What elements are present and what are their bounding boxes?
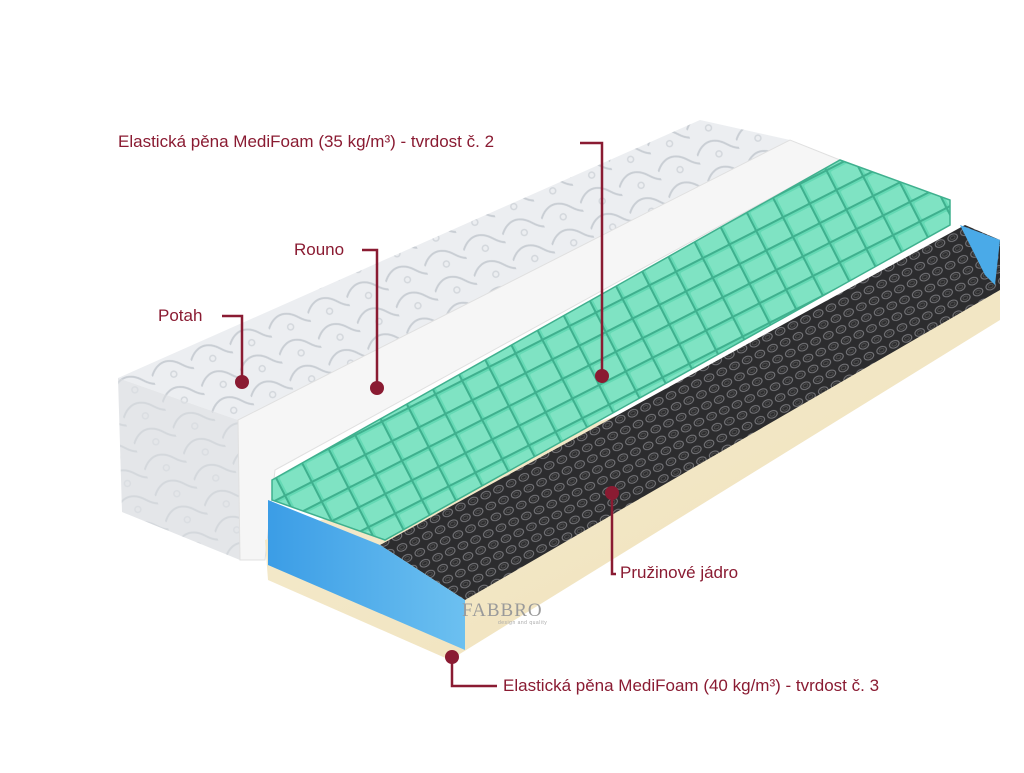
label-bottom-foam: Elastická pěna MediFoam (40 kg/m³) - tvr… <box>503 676 880 695</box>
leader-bottom <box>450 657 497 688</box>
dot-fleece <box>370 381 384 395</box>
leader-dots <box>235 369 619 664</box>
spring-core-layer <box>380 225 1000 600</box>
brand-logo: FABBRO design and quality <box>462 600 572 626</box>
fleece-layer <box>237 139 842 561</box>
mint-foam-layer <box>272 160 950 540</box>
label-fleece: Rouno <box>294 240 345 259</box>
leader-top-foam <box>580 141 604 376</box>
cover-quilt <box>118 120 790 420</box>
leader-cover <box>222 314 244 382</box>
blue-foam-side <box>268 500 465 650</box>
dot-cover <box>235 375 249 389</box>
dot-bottom <box>445 650 459 664</box>
logo-tagline: design and quality <box>498 620 548 626</box>
label-spring-core: Pružinové jádro <box>620 563 739 582</box>
leader-lines <box>222 141 616 688</box>
leader-fleece <box>362 248 379 388</box>
label-top-foam: Elastická pěna MediFoam (35 kg/m³) - tvr… <box>118 132 495 151</box>
label-cover: Potah <box>158 306 203 325</box>
dot-core <box>605 486 619 500</box>
leader-core <box>610 493 616 576</box>
dot-top-foam <box>595 369 609 383</box>
logo-brand: FABBRO <box>462 600 543 621</box>
blue-foam-right <box>960 225 1000 285</box>
